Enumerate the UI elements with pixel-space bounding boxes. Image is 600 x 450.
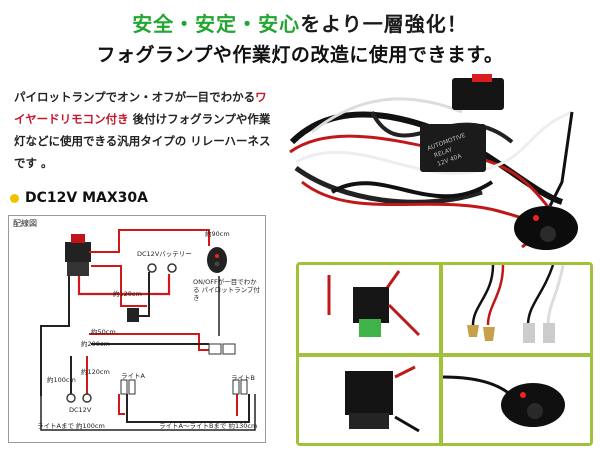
label-wire-120cm-b: 約120cm bbox=[81, 368, 110, 376]
label-wire-90cm: 約90cm bbox=[205, 230, 230, 238]
component-gallery bbox=[296, 262, 593, 446]
headline-line-1: 安全・安定・安心をより一層強化！ bbox=[0, 8, 600, 37]
label-light-a: ライトA bbox=[121, 372, 145, 380]
description-part-2: 後付けフォグランプや作業灯などに使用できる汎用タイプの リレーハーネスです 。 bbox=[14, 112, 271, 170]
diagram-title: 配線図 bbox=[13, 219, 37, 228]
label-a-to-b: ライトA～ライトBまで 約130cm bbox=[159, 422, 258, 430]
gallery-switch bbox=[443, 357, 590, 443]
description-highlight: ワイヤードリモコン付き bbox=[14, 90, 267, 126]
headline-line-2: フォグランプや作業灯の改造に使用できます。 bbox=[96, 44, 504, 66]
gallery-fuse-holder bbox=[299, 265, 439, 353]
gallery-relay bbox=[299, 357, 439, 443]
spade-terminal-icon bbox=[523, 323, 535, 343]
harness-fuse-box-icon bbox=[452, 78, 504, 110]
label-wire-200cm: 約200cm bbox=[81, 340, 110, 348]
fork-terminal-icon bbox=[467, 325, 479, 337]
description-part-1: パイロットランプでオン・オフが一目でわかる bbox=[14, 90, 256, 104]
fuse-icon bbox=[359, 319, 381, 337]
headline-emphasis: 安全・安定・安心 bbox=[132, 12, 301, 36]
diagram-drawing bbox=[40, 229, 256, 431]
label-wire-50cm: 約50cm bbox=[91, 328, 116, 336]
spec-text: DC12V MAX30A bbox=[25, 190, 148, 206]
spec-line: DC12V MAX30A bbox=[10, 190, 148, 206]
headline-rest: をより一層強化！ bbox=[300, 12, 468, 36]
diagram-fuse-icon bbox=[127, 308, 139, 322]
gallery-terminals bbox=[443, 265, 590, 353]
diagram-battery-neg-icon bbox=[147, 263, 157, 273]
product-photo-harness: AUTOMOTIVE RELAY 12V 40A bbox=[272, 72, 600, 260]
diagram-battery-pos-icon bbox=[167, 263, 177, 273]
label-dc12v: DC12V bbox=[69, 406, 92, 414]
fuse-holder-icon bbox=[353, 287, 389, 323]
diagram-relay-icon bbox=[65, 242, 91, 262]
relay-closeup-icon bbox=[345, 371, 393, 415]
label-wire-100cm: 約100cm bbox=[47, 376, 76, 384]
harness-relay-icon bbox=[420, 124, 486, 172]
label-wire-120cm: 約120cm bbox=[113, 290, 142, 298]
diagram-switch-icon bbox=[207, 247, 227, 273]
bullet-dot-icon bbox=[10, 193, 19, 203]
harness-illustration: AUTOMOTIVE RELAY 12V 40A bbox=[289, 74, 578, 250]
label-light-b: ライトB bbox=[231, 374, 255, 382]
label-switch-note: ON/OFFが一目でわかる パイロットランプ付き bbox=[193, 278, 260, 302]
label-to-light-a: ライトAまで 約100cm bbox=[37, 422, 105, 430]
product-description: パイロットランプでオン・オフが一目でわかるワイヤードリモコン付き 後付けフォグラ… bbox=[14, 86, 276, 174]
label-battery: DC12Vバッテリー bbox=[137, 250, 192, 258]
wiring-diagram: 配線図 bbox=[8, 215, 266, 443]
